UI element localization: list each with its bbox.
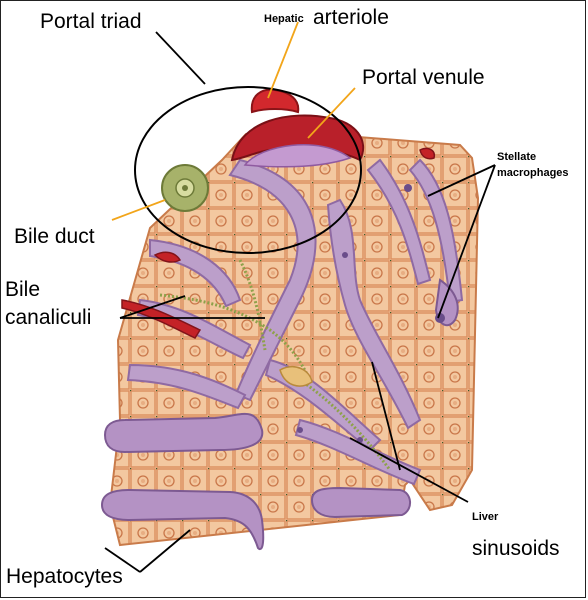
portal-venule-wall [243,144,352,168]
label-hepatocytes: Hepatocytes [6,565,123,588]
portal-triad-ellipse [134,86,362,254]
label-portal-venule: Portal venule [362,66,485,89]
label-liver: Liver [472,511,499,523]
label-sinusoids: sinusoids [472,537,560,560]
label-portal-triad: Portal triad [40,10,142,33]
hepatic-arteriole-shape [250,88,300,114]
arteriole-branches [121,147,436,339]
canaliculi-junction [279,366,313,387]
stellate-cells [297,184,445,443]
label-bile-duct: Bile duct [14,225,95,248]
bile-duct-shape [161,164,209,212]
label-macrophages: macrophages [497,167,569,179]
bile-canaliculi-lines [159,259,392,471]
label-arteriole: arteriole [313,6,389,29]
label-canaliculi: canaliculi [5,306,92,329]
leader-lines [104,21,496,573]
label-bile: Bile [5,278,41,301]
label-stellate: Stellate [497,151,537,163]
label-hepatic: Hepatic [264,13,304,25]
